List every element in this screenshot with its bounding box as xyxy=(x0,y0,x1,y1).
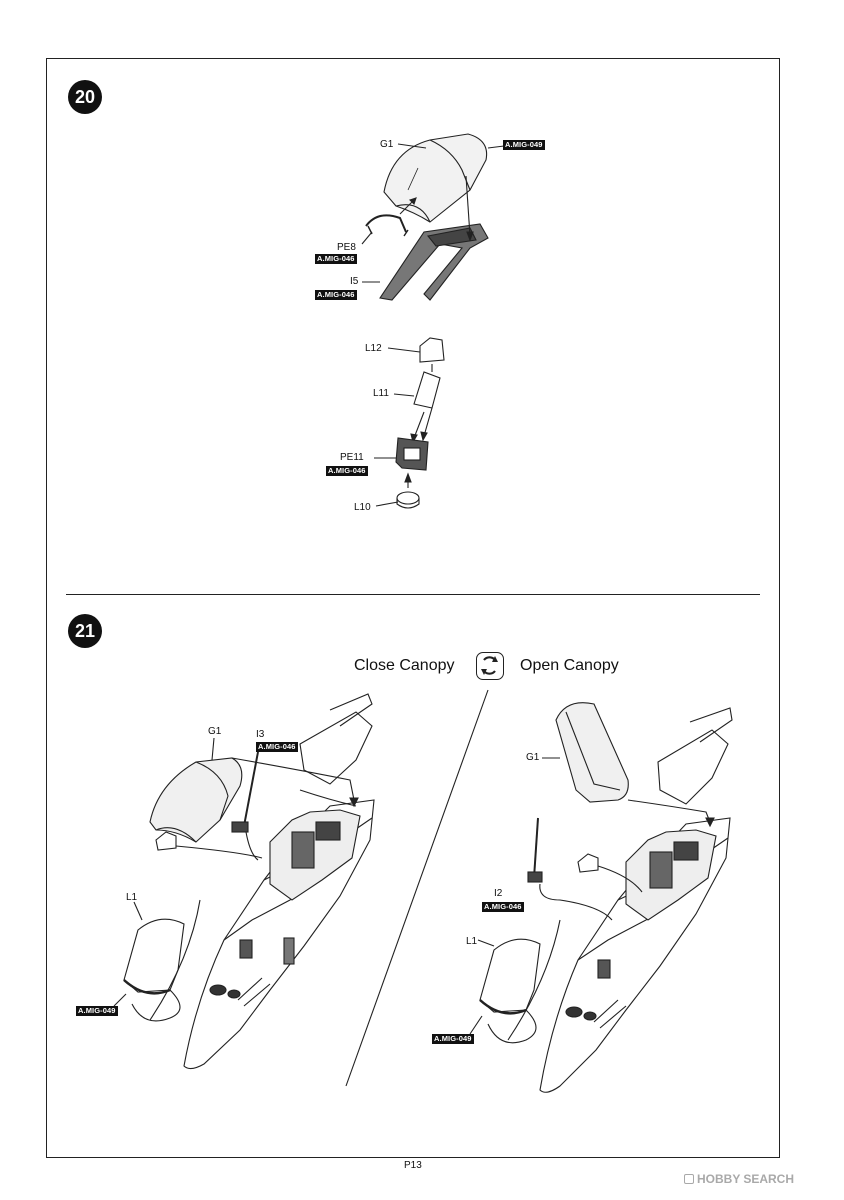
label-i3: I3 xyxy=(256,729,265,740)
label-pe8: PE8 xyxy=(337,242,356,253)
color-tag-pe8: A.MIG-046 xyxy=(315,254,357,264)
step-20-badge: 20 xyxy=(68,80,102,114)
label-g1-right: G1 xyxy=(526,752,540,763)
label-l1-left: L1 xyxy=(126,892,138,903)
step-21-badge: 21 xyxy=(68,614,102,648)
color-tag-g1-step20: A.MIG-049 xyxy=(503,140,545,150)
label-g1-left: G1 xyxy=(208,726,222,737)
label-l10: L10 xyxy=(354,502,371,513)
label-l12: L12 xyxy=(365,343,382,354)
label-pe11: PE11 xyxy=(340,452,364,463)
color-tag-i2: A.MIG-046 xyxy=(482,902,524,912)
label-g1-step20: G1 xyxy=(380,139,394,150)
open-close-toggle-icon xyxy=(476,652,504,680)
logo-hobby-text: HOBBY xyxy=(697,1172,741,1186)
step-divider xyxy=(66,594,760,595)
color-tag-i5: A.MIG-046 xyxy=(315,290,357,300)
color-tag-i3: A.MIG-046 xyxy=(256,742,298,752)
open-canopy-label: Open Canopy xyxy=(520,657,619,674)
close-canopy-label: Close Canopy xyxy=(354,657,455,674)
page-number: P13 xyxy=(404,1160,422,1171)
step-21-number: 21 xyxy=(74,620,96,641)
label-l11: L11 xyxy=(373,388,389,399)
color-tag-l1-right: A.MIG-049 xyxy=(432,1034,474,1044)
logo-mark-icon xyxy=(684,1174,694,1184)
logo-search-text: SEARCH xyxy=(743,1172,795,1186)
hobby-search-logo: HOBBY SEARCH xyxy=(684,1172,794,1186)
step-20-number: 20 xyxy=(74,86,96,107)
label-i2: I2 xyxy=(494,888,503,899)
color-tag-pe11: A.MIG-046 xyxy=(326,466,368,476)
label-l1-right: L1 xyxy=(466,936,478,947)
label-i5: I5 xyxy=(350,276,359,287)
instruction-page-frame xyxy=(46,58,780,1158)
color-tag-l1-left: A.MIG-049 xyxy=(76,1006,118,1016)
rotate-arrows-icon xyxy=(481,656,498,675)
